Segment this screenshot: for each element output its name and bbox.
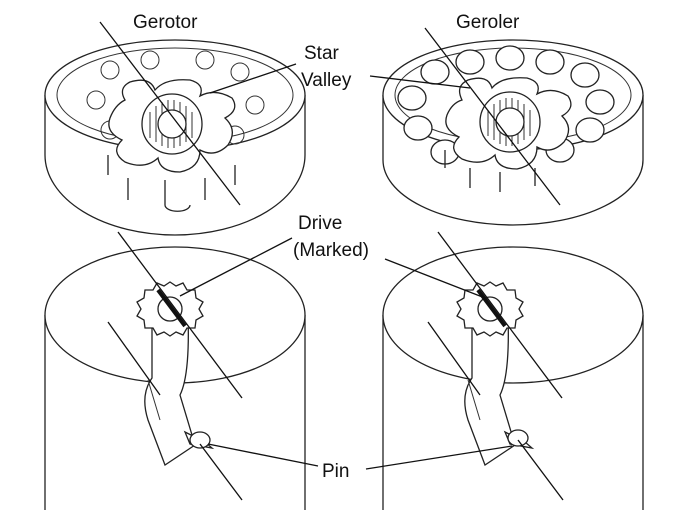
geroler-drive-illustration (382, 231, 644, 510)
star-label: Star (304, 43, 339, 64)
pin-label: Pin (322, 461, 350, 482)
gerotor-drive-illustration (44, 231, 306, 510)
label-leaders (179, 63, 513, 470)
geroler-illustration (382, 27, 644, 226)
valley-label: Valley (301, 70, 352, 91)
drive-marked-label: (Marked) (293, 240, 370, 261)
geroler-label: Geroler (456, 12, 520, 33)
gerotor-illustration (44, 21, 306, 236)
drive-label: Drive (298, 213, 343, 234)
gerotor-label: Gerotor (133, 12, 198, 33)
